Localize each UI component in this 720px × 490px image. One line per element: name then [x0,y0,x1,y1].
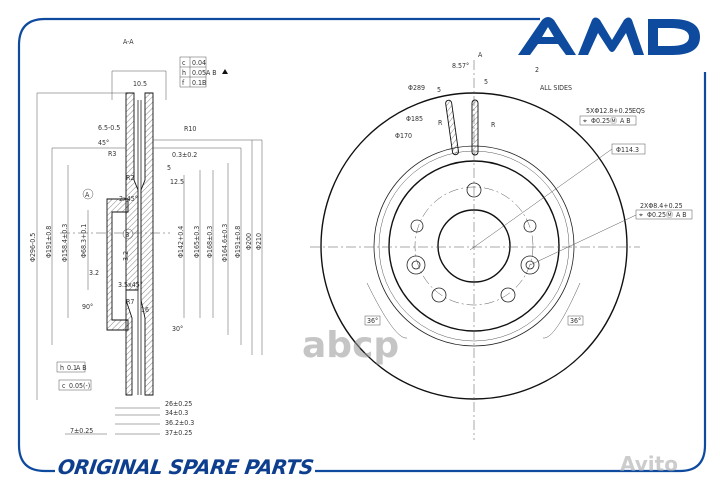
svg-text:Φ210: Φ210 [255,233,263,250]
svg-text:Φ165±0.3: Φ165±0.3 [193,226,201,258]
svg-text:R: R [438,119,443,127]
svg-text:c: c [182,59,186,67]
svg-text:12.5: 12.5 [170,178,184,186]
svg-text:Φ0.25Ⓜ: Φ0.25Ⓜ [591,117,617,125]
amd-logo [518,17,700,55]
diameter-dimension-lines [36,92,263,400]
diameter-labels: Φ296-0.5 Φ191±0.8 Φ158.4±0.3 Φ68.3+0.1 Φ… [29,224,263,262]
svg-text:Φ0.25Ⓜ: Φ0.25Ⓜ [647,211,673,219]
svg-text:ALL SIDES: ALL SIDES [540,84,572,92]
svg-text:0.3±0.2: 0.3±0.2 [172,151,197,159]
svg-text:f: f [182,79,185,87]
svg-text:R3: R3 [108,150,116,158]
svg-text:5: 5 [437,86,441,94]
section-view: A-A c 0.04 h 0.05 A B f 0.1 B 10.5 [29,38,263,437]
svg-text:EQS: EQS [632,107,645,115]
svg-text:Φ164.6±0.3: Φ164.6±0.3 [221,224,229,262]
svg-text:5: 5 [484,78,488,86]
svg-text:⌖: ⌖ [583,117,587,125]
svg-text:36°: 36° [570,317,581,325]
svg-text:Φ142+0.4: Φ142+0.4 [177,226,185,258]
svg-text:7±0.25: 7±0.25 [70,427,93,435]
svg-text:26±0.25: 26±0.25 [165,400,192,408]
svg-text:0.05: 0.05 [192,69,206,77]
svg-text:A: A [478,51,483,59]
svg-text:0.04: 0.04 [192,59,206,67]
svg-text:2x45°: 2x45° [119,195,138,203]
svg-text:36°: 36° [367,317,378,325]
svg-text:Φ185: Φ185 [406,115,423,123]
svg-text:Φ296-0.5: Φ296-0.5 [29,233,37,262]
svg-text:c: c [62,382,66,390]
svg-text:A B: A B [620,117,631,125]
svg-text:30°: 30° [172,325,183,333]
svg-text:90°: 90° [82,303,93,311]
svg-text:5: 5 [167,164,171,172]
original-spare-parts-banner: ORIGINAL SPARE PARTS [56,455,315,479]
svg-text:A B: A B [206,69,217,77]
svg-text:Φ289: Φ289 [408,84,425,92]
svg-text:Φ68.3+0.1: Φ68.3+0.1 [80,224,88,258]
svg-text:45°: 45° [98,139,109,147]
front-view: A 8.57° 2 ALL SIDES 5 5 Φ289 Φ185 Φ170 R… [310,51,693,440]
svg-text:Φ158.4±0.3: Φ158.4±0.3 [61,224,69,262]
svg-text:2: 2 [535,66,539,74]
svg-text:Φ191±0.8: Φ191±0.8 [234,226,242,258]
svg-text:R10: R10 [184,125,196,133]
svg-text:6.5-0.5: 6.5-0.5 [98,124,120,132]
frame-border [17,17,707,473]
svg-text:2XΦ8.4+0.25: 2XΦ8.4+0.25 [640,202,683,210]
svg-text:34±0.3: 34±0.3 [165,409,188,417]
svg-text:h: h [182,69,186,77]
svg-text:⌖: ⌖ [639,211,643,219]
svg-text:Φ168±0.3: Φ168±0.3 [206,226,214,258]
svg-text:A B: A B [76,364,87,372]
svg-text:3.2: 3.2 [89,269,99,277]
svg-text:16: 16 [141,306,149,314]
svg-text:Φ200: Φ200 [245,233,253,250]
svg-text:0.05(-): 0.05(-) [69,382,90,390]
svg-text:Φ191±0.8: Φ191±0.8 [45,226,53,258]
svg-text:0.1: 0.1 [192,79,202,87]
svg-text:R7: R7 [126,298,134,306]
svg-text:A: A [85,191,90,199]
svg-text:Φ114.3: Φ114.3 [616,146,639,154]
svg-text:36.2±0.3: 36.2±0.3 [165,419,194,427]
svg-text:0.1: 0.1 [67,364,77,372]
svg-text:B: B [125,231,129,239]
svg-text:Φ170: Φ170 [395,132,412,140]
svg-text:10.5: 10.5 [133,80,147,88]
section-title: A-A [123,38,134,46]
svg-text:h: h [60,364,64,372]
avito-watermark: Avito [620,452,678,476]
svg-text:3.2: 3.2 [122,251,130,261]
svg-text:5XΦ12.8+0.25: 5XΦ12.8+0.25 [586,107,633,115]
svg-text:3.5x45°: 3.5x45° [118,281,143,289]
svg-text:37±0.25: 37±0.25 [165,429,192,437]
tolerance-frame: c 0.04 h 0.05 A B f 0.1 B [179,56,228,88]
svg-text:R2: R2 [126,174,134,182]
bolt-holes [406,182,540,303]
svg-text:8.57°: 8.57° [452,62,469,70]
svg-text:A B: A B [676,211,687,219]
abcp-watermark: abcp [302,325,400,366]
svg-text:B: B [202,79,206,87]
svg-text:R: R [491,121,496,129]
